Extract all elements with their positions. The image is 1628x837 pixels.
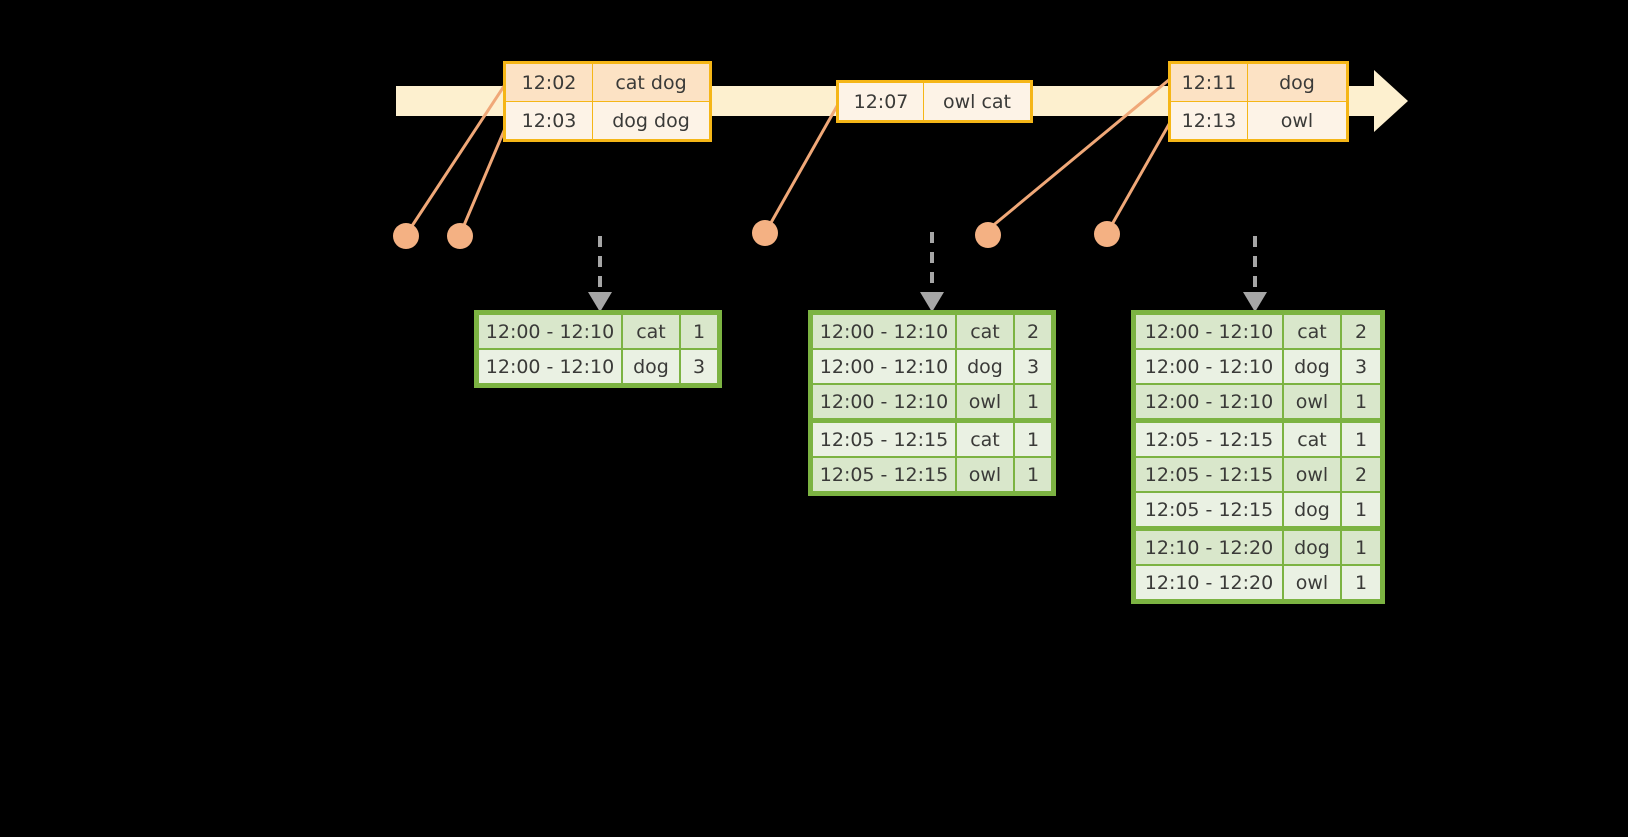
window-range-cell: 12:00 - 12:10	[813, 385, 955, 418]
event-dot-3	[752, 220, 778, 246]
word-cell: dog	[623, 350, 679, 383]
window-range-cell: 12:00 - 12:10	[813, 315, 955, 348]
word-cell: cat	[623, 315, 679, 348]
word-cell: dog	[1284, 350, 1340, 383]
word-cell: cat	[1284, 315, 1340, 348]
event-words: cat dog	[592, 62, 711, 102]
event-words: dog dog	[592, 101, 711, 141]
flow-arrows	[598, 232, 1257, 292]
event-dot-4	[975, 222, 1001, 248]
event-box-1[interactable]: 12:02 cat dog 12:03 dog dog	[503, 61, 712, 142]
word-cell: owl	[1284, 385, 1340, 418]
window-range-cell: 12:00 - 12:10	[1136, 315, 1282, 348]
event-words: owl cat	[923, 81, 1032, 122]
count-cell: 3	[1015, 350, 1051, 383]
event-box-2[interactable]: 12:07 owl cat	[836, 80, 1033, 123]
event-time: 12:07	[837, 81, 924, 122]
word-cell: owl	[1284, 458, 1340, 491]
word-cell: dog	[1284, 493, 1340, 526]
word-cell: cat	[957, 315, 1013, 348]
word-cell: owl	[1284, 566, 1340, 599]
window-range-cell: 12:10 - 12:20	[1136, 566, 1282, 599]
window-range-cell: 12:05 - 12:15	[813, 458, 955, 491]
word-cell: owl	[957, 385, 1013, 418]
window-range-cell: 12:00 - 12:10	[479, 315, 621, 348]
event-time: 12:13	[1169, 101, 1248, 141]
count-cell: 1	[1342, 493, 1380, 526]
count-cell: 2	[1342, 315, 1380, 348]
word-cell: dog	[1284, 528, 1340, 564]
window-range-cell: 12:05 - 12:15	[813, 420, 955, 456]
flow-arrowhead-1	[588, 292, 612, 312]
event-time: 12:03	[504, 101, 593, 141]
count-cell: 1	[1015, 420, 1051, 456]
word-cell: cat	[957, 420, 1013, 456]
count-cell: 1	[1015, 458, 1051, 491]
window-range-cell: 12:05 - 12:15	[1136, 420, 1282, 456]
event-dot-2	[447, 223, 473, 249]
window-range-cell: 12:05 - 12:15	[1136, 493, 1282, 526]
event-row: 12:07 owl cat	[837, 81, 1032, 122]
flow-arrowheads	[588, 292, 1267, 312]
connector-line-5	[1108, 111, 1178, 229]
window-range-cell: 12:00 - 12:10	[479, 350, 621, 383]
count-cell: 3	[1342, 350, 1380, 383]
window-range-cell: 12:10 - 12:20	[1136, 528, 1282, 564]
event-box-3[interactable]: 12:11 dog 12:13 owl	[1168, 61, 1349, 142]
window-range-cell: 12:05 - 12:15	[1136, 458, 1282, 491]
event-time: 12:11	[1169, 62, 1248, 102]
count-cell: 1	[1342, 420, 1380, 456]
count-cell: 1	[1342, 528, 1380, 564]
event-row: 12:02 cat dog	[504, 62, 711, 102]
word-cell: owl	[957, 458, 1013, 491]
count-cell: 1	[1015, 385, 1051, 418]
event-words: dog	[1247, 62, 1348, 102]
word-cell: dog	[957, 350, 1013, 383]
count-cell: 1	[1342, 566, 1380, 599]
event-dot-5	[1094, 221, 1120, 247]
event-row: 12:11 dog	[1169, 62, 1348, 102]
count-cell: 2	[1015, 315, 1051, 348]
event-dots	[393, 220, 1120, 249]
count-cell: 1	[681, 315, 717, 348]
event-row: 12:03 dog dog	[504, 101, 711, 141]
event-row: 12:13 owl	[1169, 101, 1348, 141]
event-words: owl	[1247, 101, 1348, 141]
flow-arrowhead-3	[1243, 292, 1267, 312]
event-dot-1	[393, 223, 419, 249]
window-range-cell: 12:00 - 12:10	[1136, 385, 1282, 418]
window-range-cell: 12:00 - 12:10	[813, 350, 955, 383]
word-cell: cat	[1284, 420, 1340, 456]
window-range-cell: 12:00 - 12:10	[1136, 350, 1282, 383]
count-cell: 1	[1342, 385, 1380, 418]
flow-arrowhead-2	[920, 292, 944, 312]
count-cell: 3	[681, 350, 717, 383]
count-cell: 2	[1342, 458, 1380, 491]
event-time: 12:02	[504, 62, 593, 102]
